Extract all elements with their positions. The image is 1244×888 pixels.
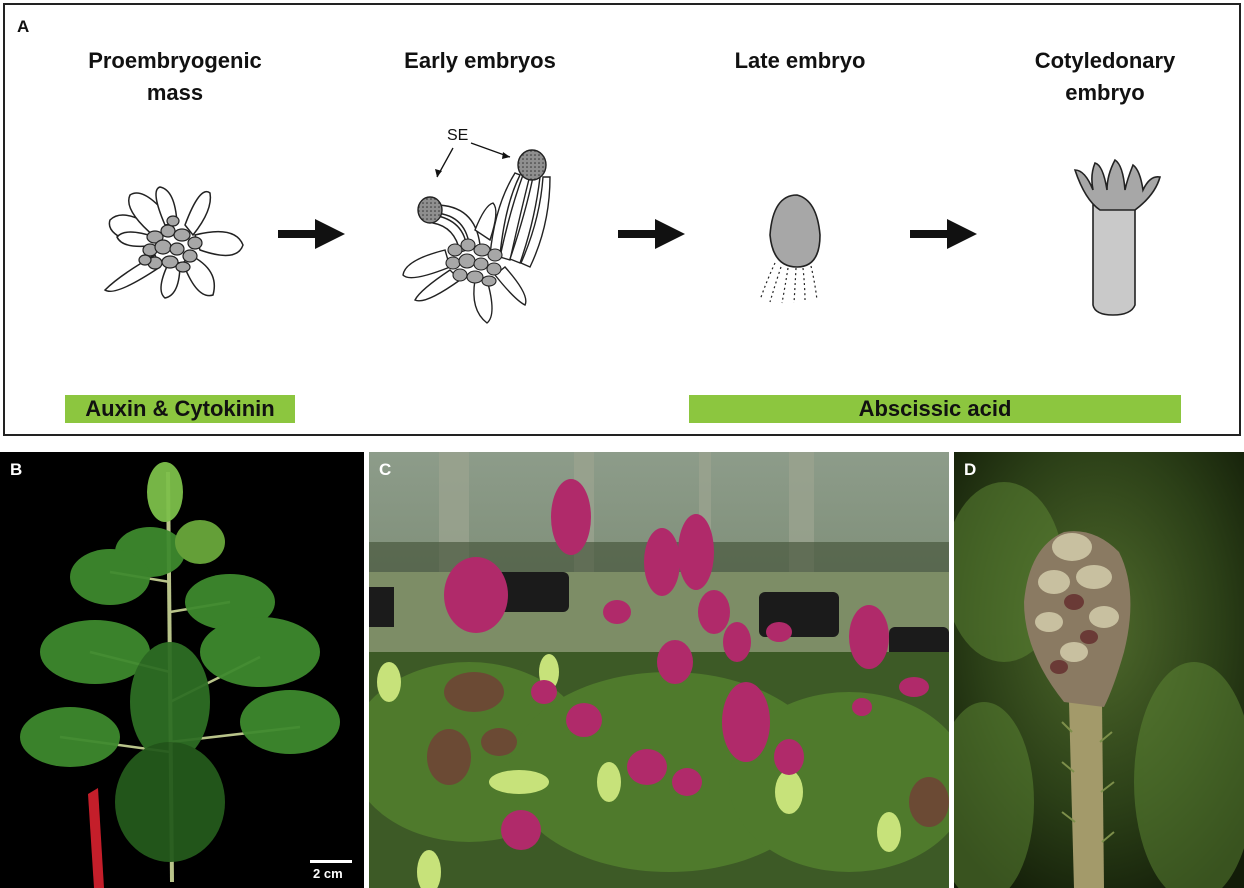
stage-title-proembryogenic: Proembryogenic mass <box>45 45 305 109</box>
stage-title-line: mass <box>146 80 204 105</box>
panel-c-photo: C <box>369 452 949 888</box>
arrow-1 <box>278 219 345 249</box>
cotyledonary-embryo-illustration <box>1073 158 1162 316</box>
panel-a-frame: A Proembryogenic mass Early embryos Late… <box>3 3 1241 436</box>
spruce-cones-image <box>369 452 949 888</box>
hormone-bar-auxin-cytokinin: Auxin & Cytokinin <box>65 395 295 423</box>
panel-b-photo: B 2 cm <box>0 452 364 888</box>
spruce-seedling-image <box>0 452 364 888</box>
early-embryos-illustration <box>402 142 551 324</box>
panel-b-letter: B <box>10 460 23 479</box>
embryo-diagram: SE <box>103 127 1162 324</box>
arrow-2 <box>618 219 685 249</box>
panel-a-letter: A <box>17 17 30 36</box>
proembryogenic-mass-illustration <box>103 186 244 299</box>
stage-title-line: embryo <box>1065 80 1145 105</box>
stage-title-line: Late embryo <box>734 48 866 73</box>
panel-d-photo: D <box>954 452 1244 888</box>
late-embryo-illustration <box>759 194 821 304</box>
stage-title-early-embryos: Early embryos <box>350 45 610 77</box>
hormone-bar-abscissic-acid: Abscissic acid <box>689 395 1181 423</box>
stage-title-line: Cotyledonary <box>1034 48 1176 73</box>
panel-d-letter: D <box>964 460 977 479</box>
panel-c-letter: C <box>379 460 392 479</box>
stage-title-line: Early embryos <box>404 48 556 73</box>
scale-bar-label: 2 cm <box>313 866 343 881</box>
se-label: SE <box>447 127 468 144</box>
stage-title-line: Proembryogenic <box>88 48 262 73</box>
spruce-bud-image <box>954 452 1244 888</box>
arrow-3 <box>910 219 977 249</box>
stage-title-cotyledonary: Cotyledonary embryo <box>975 45 1235 109</box>
stage-title-late-embryo: Late embryo <box>670 45 930 77</box>
